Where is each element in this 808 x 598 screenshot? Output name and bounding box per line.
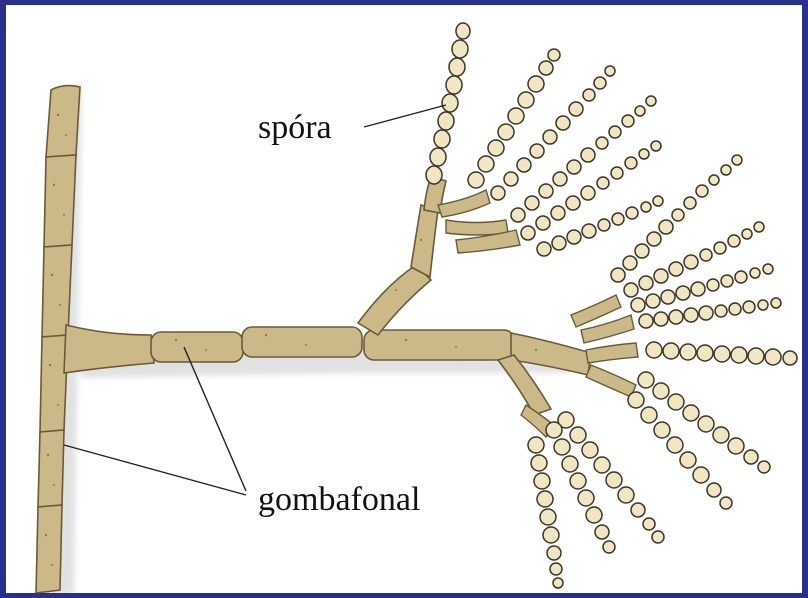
spore-label: spóra: [258, 109, 332, 147]
spore-leader-line: [364, 105, 446, 127]
hypha-label: gombafonal: [258, 481, 420, 519]
figure-panel: spóra gombafonal: [6, 5, 802, 593]
hypha-leader-line-2: [64, 445, 246, 495]
